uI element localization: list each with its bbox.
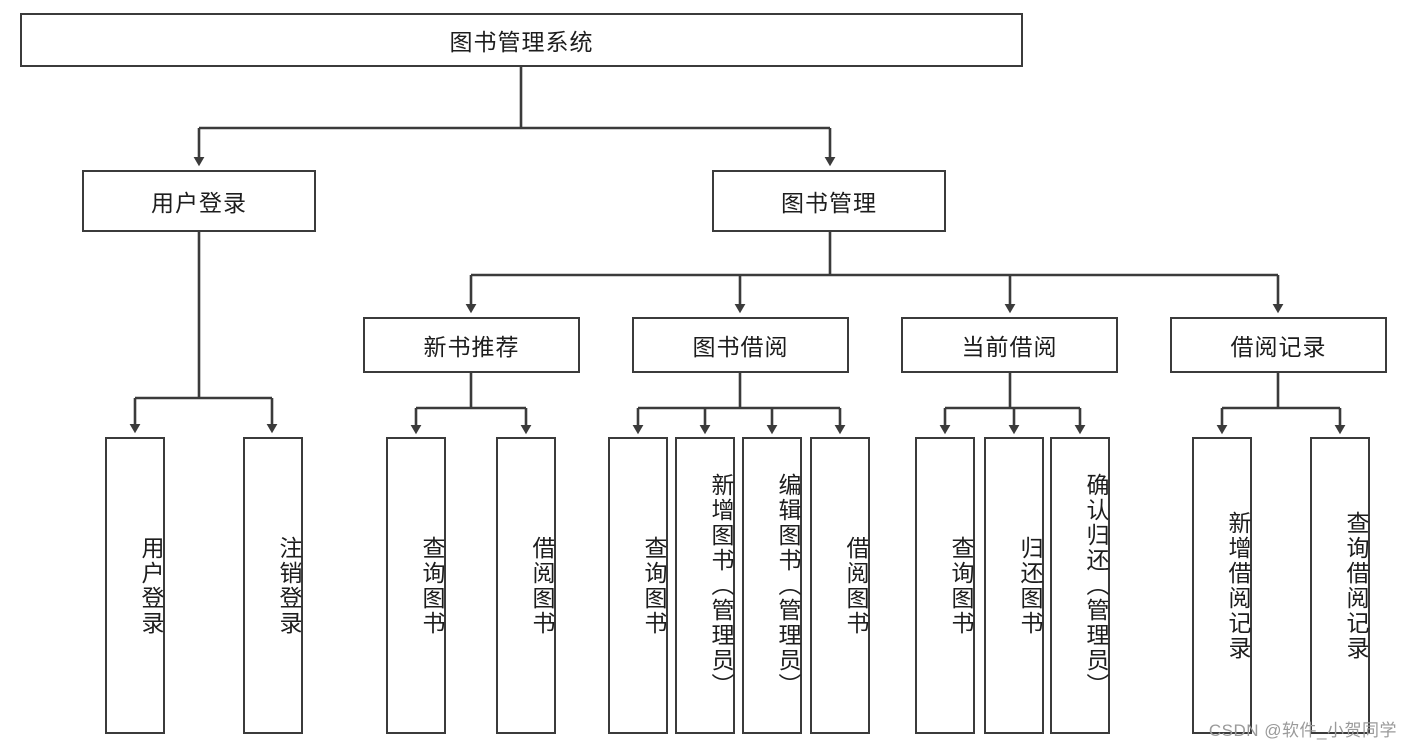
node-label: 图书管理 bbox=[781, 190, 877, 216]
node-label: 图书借阅 bbox=[692, 334, 789, 360]
leaf-current-borrow-return-book[interactable]: 归还图书 bbox=[984, 437, 1044, 734]
node-new-book-recommend[interactable]: 新书推荐 bbox=[363, 317, 580, 373]
leaf-borrow-record-add-record[interactable]: 新增借阅记录 bbox=[1192, 437, 1252, 734]
node-label: 查询图书 bbox=[948, 535, 974, 636]
leaf-book-borrow-query-book[interactable]: 查询图书 bbox=[608, 437, 668, 734]
node-label: 借阅记录 bbox=[1230, 334, 1327, 360]
node-label: 归还图书 bbox=[1017, 535, 1043, 636]
node-current-borrow[interactable]: 当前借阅 bbox=[901, 317, 1118, 373]
node-book-borrow[interactable]: 图书借阅 bbox=[632, 317, 849, 373]
node-book-management[interactable]: 图书管理 bbox=[712, 170, 946, 232]
node-label: 新增图书（管理员） bbox=[708, 473, 734, 698]
leaf-new-book-borrow-book[interactable]: 借阅图书 bbox=[496, 437, 556, 734]
leaf-book-borrow-borrow-book[interactable]: 借阅图书 bbox=[810, 437, 870, 734]
leaf-current-borrow-query-book[interactable]: 查询图书 bbox=[915, 437, 975, 734]
leaf-user-login-login[interactable]: 用户登录 bbox=[105, 437, 165, 734]
node-label: 编辑图书（管理员） bbox=[775, 473, 801, 698]
node-label: 用户登录 bbox=[138, 535, 164, 636]
node-label: 图书管理系统 bbox=[449, 29, 594, 55]
leaf-book-borrow-add-book-admin[interactable]: 新增图书（管理员） bbox=[675, 437, 735, 734]
node-borrow-record[interactable]: 借阅记录 bbox=[1170, 317, 1387, 373]
leaf-new-book-query-book[interactable]: 查询图书 bbox=[386, 437, 446, 734]
node-label: 借阅图书 bbox=[529, 535, 555, 636]
node-user-login[interactable]: 用户登录 bbox=[82, 170, 316, 232]
leaf-current-borrow-confirm-return-admin[interactable]: 确认归还（管理员） bbox=[1050, 437, 1110, 734]
node-label: 借阅图书 bbox=[843, 535, 869, 636]
node-label: 用户登录 bbox=[151, 190, 247, 216]
node-label: 新增借阅记录 bbox=[1225, 510, 1251, 661]
leaf-book-borrow-edit-book-admin[interactable]: 编辑图书（管理员） bbox=[742, 437, 802, 734]
watermark-text: CSDN @软件_小贺同学 bbox=[1208, 721, 1397, 740]
node-label: 查询图书 bbox=[641, 535, 667, 636]
node-label: 注销登录 bbox=[276, 535, 302, 636]
node-label: 确认归还（管理员） bbox=[1083, 473, 1109, 698]
leaf-user-login-logout[interactable]: 注销登录 bbox=[243, 437, 303, 734]
node-label: 查询图书 bbox=[419, 535, 445, 636]
node-label: 查询借阅记录 bbox=[1343, 510, 1369, 661]
node-label: 新书推荐 bbox=[423, 334, 520, 360]
node-root-book-management-system[interactable]: 图书管理系统 bbox=[20, 13, 1023, 67]
node-label: 当前借阅 bbox=[961, 334, 1058, 360]
leaf-borrow-record-query-record[interactable]: 查询借阅记录 bbox=[1310, 437, 1370, 734]
